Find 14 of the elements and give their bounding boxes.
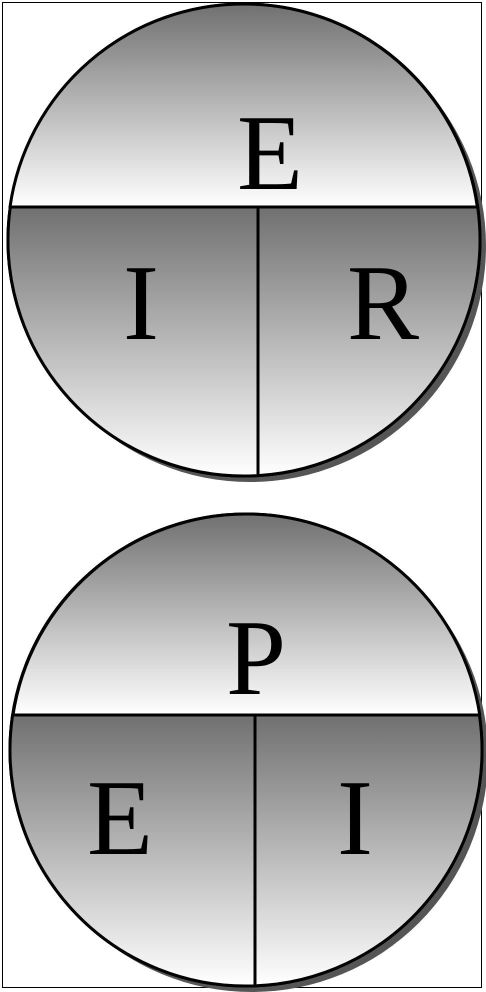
- circle-segment: [10, 4, 478, 207]
- quantity-letter: I: [123, 250, 159, 358]
- divided-circle: [10, 514, 486, 992]
- quantity-letter: E: [87, 765, 153, 873]
- circle-segment: [10, 715, 255, 986]
- quantity-letter: I: [337, 765, 373, 873]
- circle-segment: [255, 715, 482, 986]
- quantity-letter: E: [237, 100, 303, 208]
- divided-circle: [8, 4, 486, 484]
- circle-segment: [258, 207, 480, 476]
- circle-segment: [8, 207, 258, 476]
- quantity-letter: P: [226, 605, 286, 713]
- quantity-letter: R: [346, 250, 420, 358]
- circle-segment: [12, 514, 480, 715]
